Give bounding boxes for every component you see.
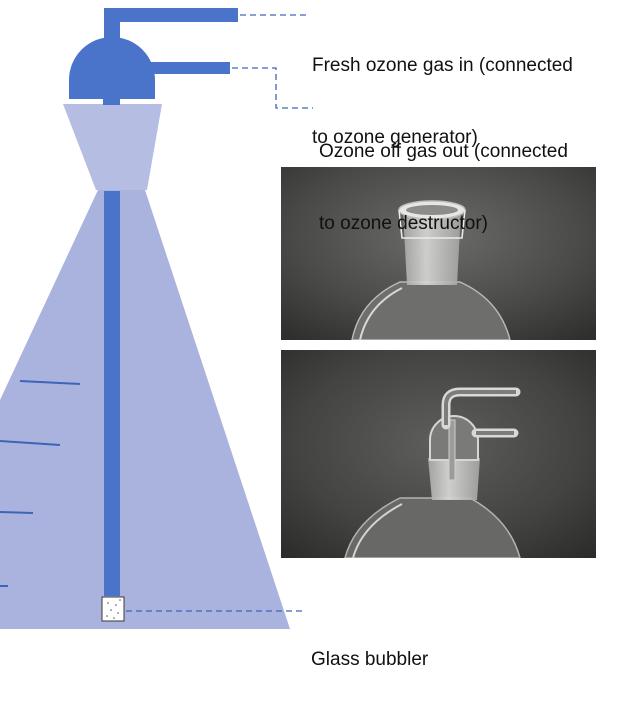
down-tube	[104, 191, 120, 596]
label-line: Fresh ozone gas in (connected	[312, 55, 573, 76]
leader-line-off-gas	[232, 67, 313, 109]
volume-scale-marks	[0, 380, 81, 587]
outlet-tube	[148, 62, 230, 74]
label-line: Glass bubbler	[311, 649, 429, 670]
down-tube	[103, 99, 120, 105]
label-fresh-ozone-gas-in: Fresh ozone gas in (connected to ozone g…	[312, 6, 573, 198]
inlet-tube-horizontal	[104, 8, 238, 22]
flask-neck	[63, 104, 162, 190]
label-line: to ozone destructor)	[319, 213, 488, 234]
glass-bubbler-icon	[101, 596, 125, 622]
flask-body	[0, 190, 290, 629]
inlet-tube-vertical	[104, 8, 120, 44]
label-glass-bubbler: Glass bubbler	[311, 600, 428, 720]
scale-mark	[0, 440, 61, 446]
photo-flask-with-adapter	[281, 350, 596, 558]
scale-mark	[0, 511, 34, 514]
diagram-canvas	[0, 8, 596, 629]
photo-flask-neck	[281, 167, 596, 340]
scale-mark	[19, 380, 81, 385]
label-ozone-off-gas-out: Ozone off gas out (connected to ozone de…	[319, 92, 568, 284]
label-line: Ozone off gas out (connected	[319, 141, 568, 162]
label-line: to ozone generator)	[312, 127, 478, 148]
adapter-dome	[69, 37, 155, 99]
leader-lines	[126, 14, 313, 612]
ozonation-setup-diagram: Fresh ozone gas in (connected to ozone g…	[0, 6, 596, 670]
